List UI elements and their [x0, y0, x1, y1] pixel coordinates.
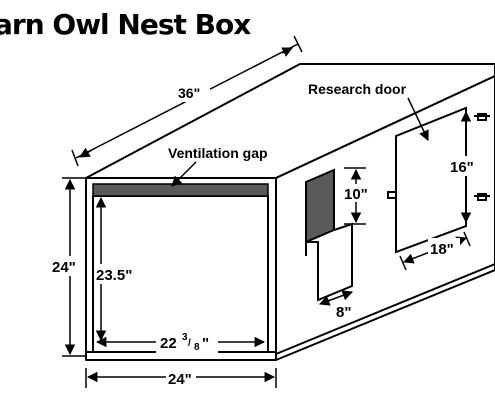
door-height-label: 16"	[450, 159, 474, 176]
box-outline	[85, 63, 495, 361]
inner-width-numerator: 3	[182, 332, 188, 343]
outer-height-label: 24"	[52, 259, 76, 276]
outer-width-label: 24"	[168, 371, 192, 388]
inner-width-inch-mark: "	[202, 335, 209, 352]
ventilation-gap-strip	[92, 183, 269, 197]
research-door-label: Research door	[308, 81, 407, 97]
inner-width-slash: /	[188, 338, 191, 349]
inner-height-label: 23.5"	[96, 267, 132, 284]
ventilation-gap-label: Ventilation gap	[168, 145, 268, 161]
length-label: 36"	[178, 85, 200, 101]
entrance-hole	[305, 168, 353, 302]
entrance-height-label: 10"	[344, 186, 368, 203]
inner-width-denominator: 8	[194, 342, 200, 353]
diagram-title: arn Owl Nest Box	[0, 8, 251, 41]
door-width-label: 18"	[430, 241, 454, 258]
research-door	[387, 106, 490, 254]
inner-width-label: 22 3 / 8 "	[160, 332, 209, 353]
entrance-width-label: 8"	[336, 304, 351, 321]
inner-width-whole: 22	[160, 335, 177, 352]
